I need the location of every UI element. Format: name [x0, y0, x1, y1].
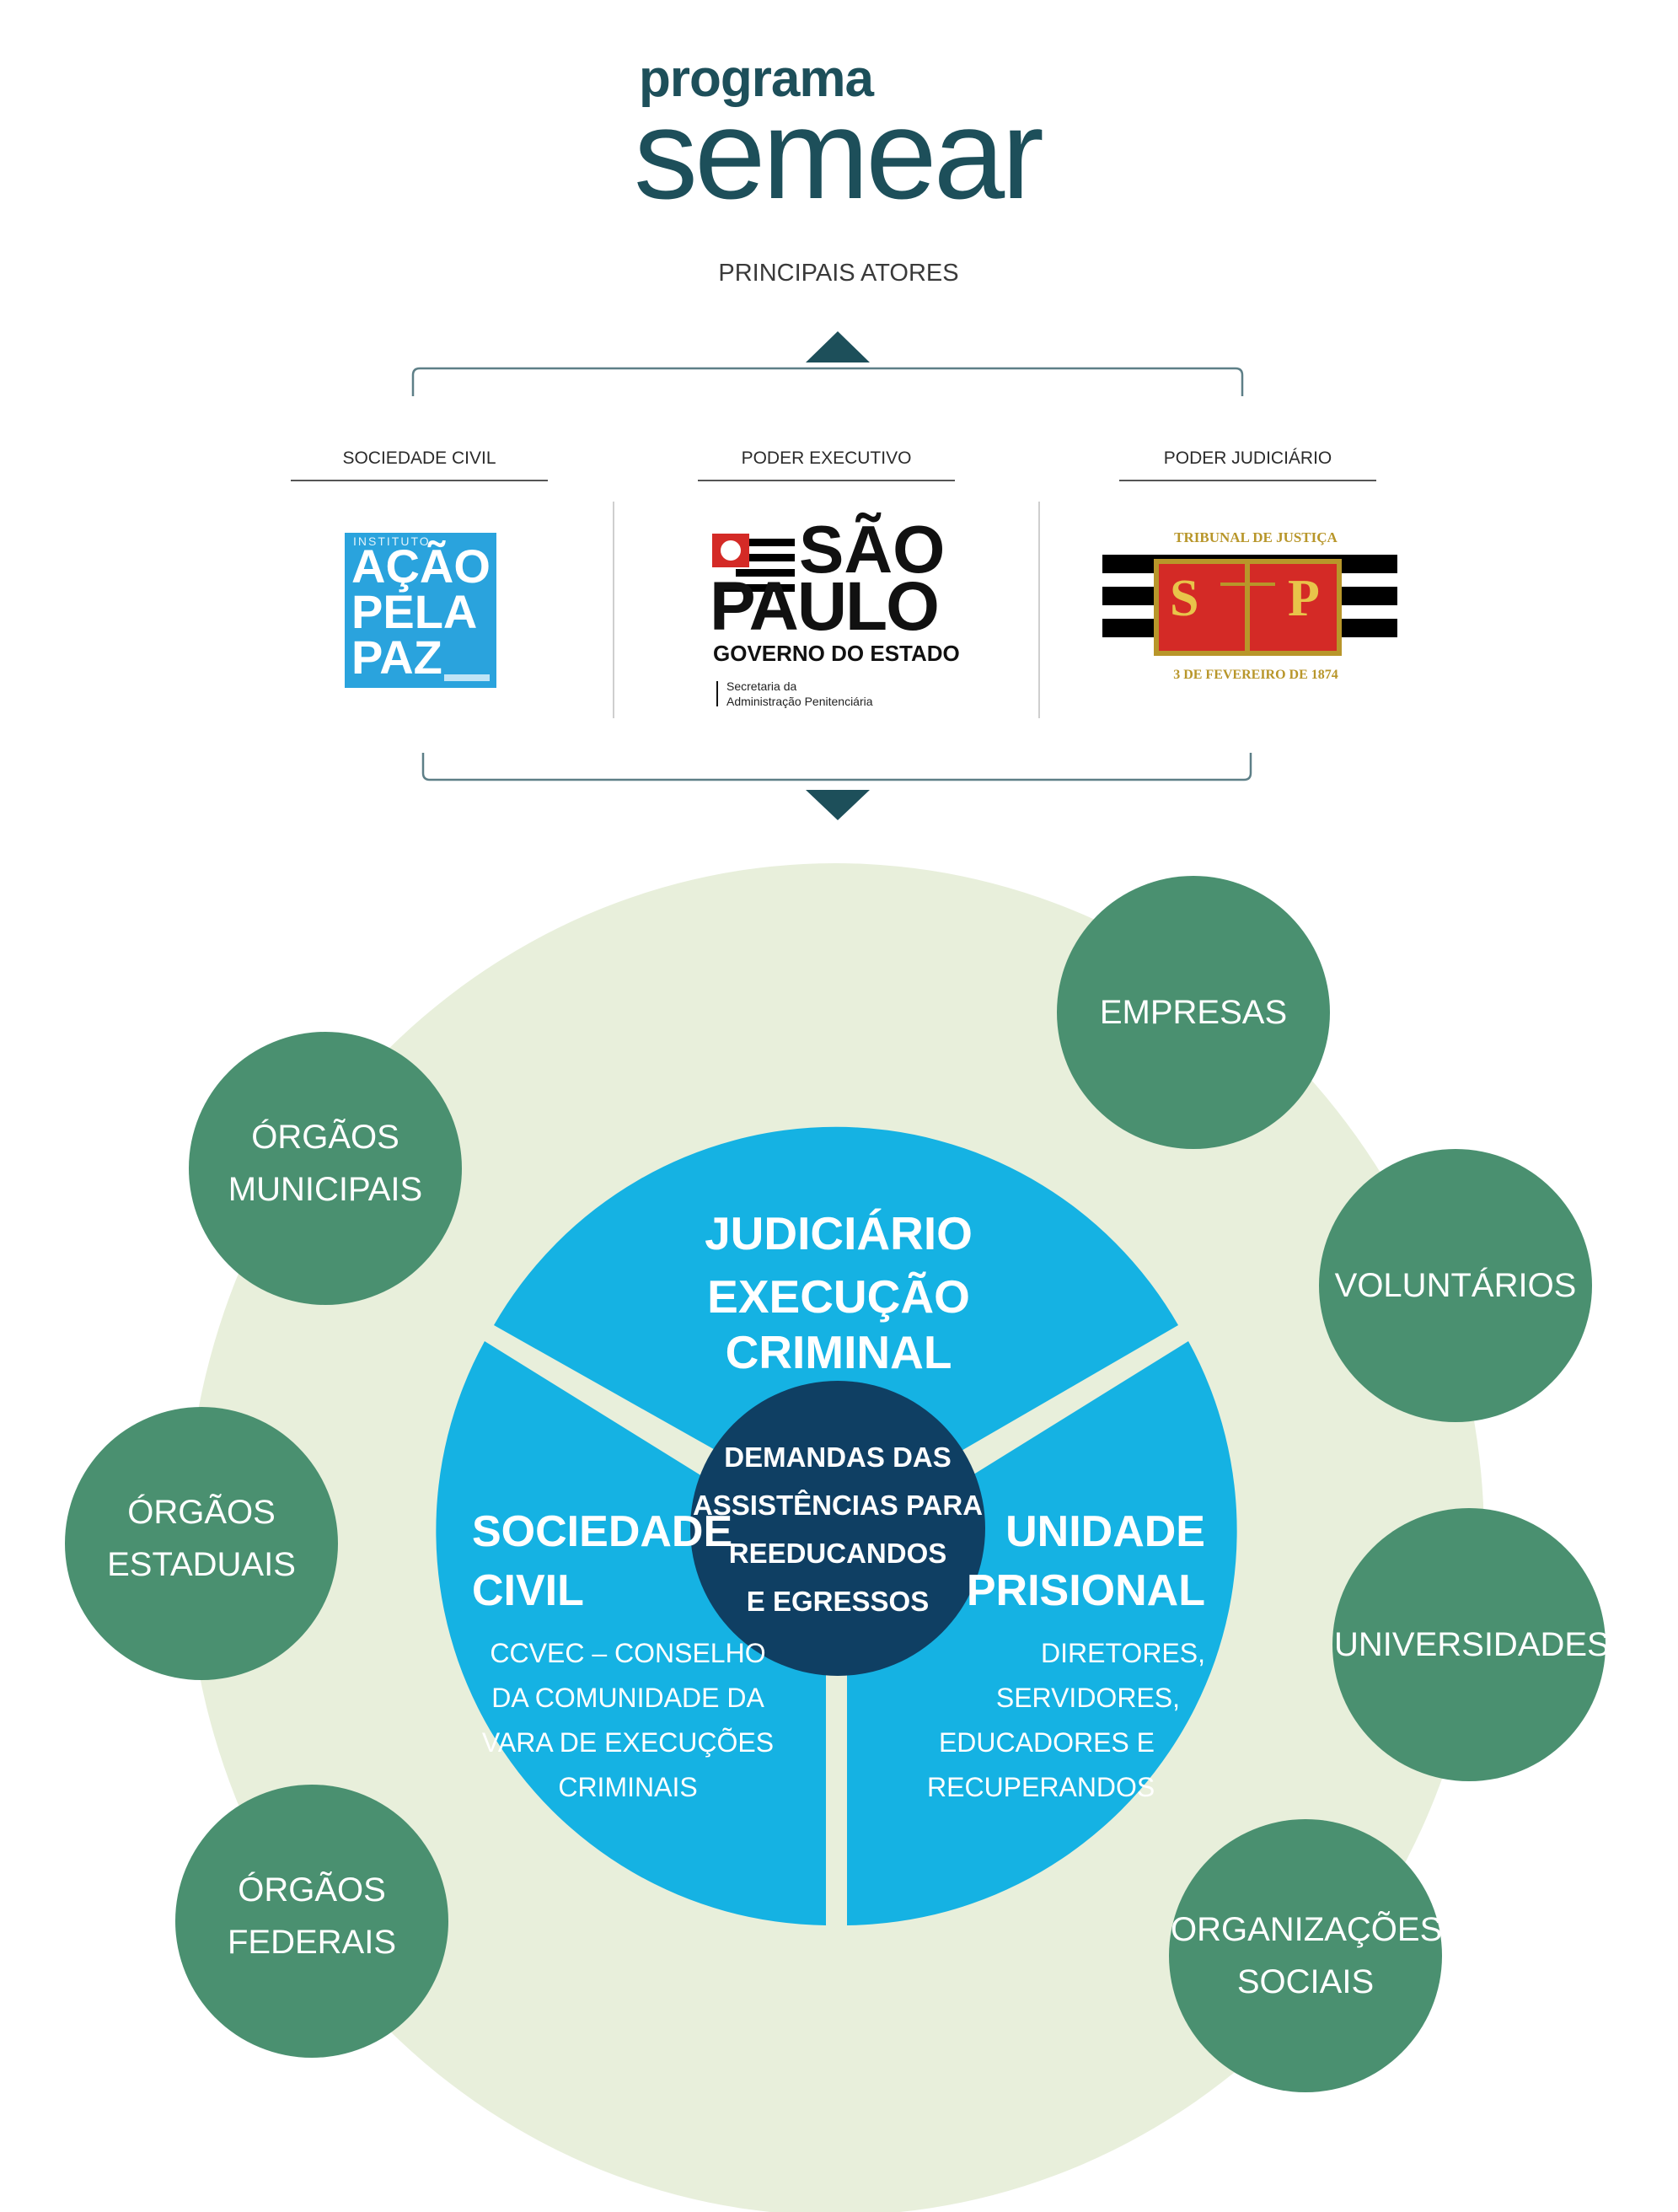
sao-paulo-flag-icon: [712, 534, 795, 594]
logo-acao-pela-paz: INSTITUTO AÇÃO PELA PAZ: [345, 533, 496, 688]
brand-word-semear: semear: [634, 83, 1044, 226]
bubble-text: ESTADUAIS: [107, 1546, 296, 1583]
logo-tj-right-letter: P: [1288, 570, 1320, 627]
column-label-poder-executivo: PODER EXECUTIVO: [741, 448, 912, 468]
bubble-label-universidades: UNIVERSIDADES: [1334, 1619, 1610, 1671]
logo-sp-divider: [716, 681, 718, 706]
ecosystem-diagram: [65, 863, 1606, 2212]
segment-judiciario: [494, 1126, 1178, 1470]
logo-tj-bottom: 3 DE FEVEREIRO DE 1874: [1173, 668, 1338, 682]
center-line-3: REEDUCANDOS: [728, 1538, 947, 1569]
left-desc-line-1: CCVEC – CONSELHO: [490, 1638, 766, 1668]
bubble-text: EMPRESAS: [1099, 994, 1288, 1031]
center-text: DEMANDAS DAS ASSISTÊNCIAS PARA REEDUCAND…: [690, 1433, 985, 1625]
bubble-empresas: [1057, 876, 1330, 1149]
bubble-label-orgaos-municipais: ÓRGÃOS MUNICIPAIS: [190, 1111, 460, 1216]
logo-sp-line2: PAULO: [710, 568, 940, 645]
brand-word-programa: programa: [639, 50, 874, 108]
logo-acao-bar: [444, 674, 490, 681]
segment-right-title1: UNIDADE: [1005, 1507, 1205, 1556]
principais-atores-title: PRINCIPAIS ATORES: [718, 260, 959, 287]
bubble-organizacoes-sociais: [1169, 1819, 1442, 2092]
bubble-orgaos-federais: [175, 1785, 448, 2058]
right-desc-line-2: SERVIDORES,: [995, 1683, 1180, 1713]
logo-acao-line0: INSTITUTO: [353, 534, 431, 548]
up-arrow-icon: [806, 331, 870, 362]
bubble-label-empresas: EMPRESAS: [1059, 986, 1328, 1039]
segment-right-title2: PRISIONAL: [966, 1566, 1205, 1615]
logo-tj-top: TRIBUNAL DE JUSTIÇA: [1174, 529, 1338, 545]
segment-top-title2: EXECUÇÃO CRIMINAL: [707, 1270, 970, 1378]
bubble-voluntarios: [1319, 1149, 1592, 1422]
column-label-poder-judiciario: PODER JUDICIÁRIO: [1163, 448, 1332, 468]
bubble-text: MUNICIPAIS: [228, 1171, 423, 1208]
bubble-label-organizacoes-sociais: ORGANIZAÇÕES SOCIAIS: [1171, 1903, 1443, 2008]
segment-right-desc: DIRETORES, SERVIDORES, EDUCADORES E RECU…: [893, 1631, 1205, 1810]
column-label-sociedade-civil: SOCIEDADE CIVIL: [342, 448, 496, 468]
actors-bracket: [291, 331, 1376, 820]
logo-acao-line2: PELA: [351, 585, 478, 638]
bubble-label-voluntarios: VOLUNTÁRIOS: [1321, 1259, 1590, 1312]
logo-acao-line3: PAZ: [351, 631, 442, 684]
center-core: [690, 1381, 985, 1676]
tribunal-de-justica-emblem-icon: [1102, 555, 1397, 656]
bubble-text: ÓRGÃOS: [251, 1119, 399, 1156]
logo-sp-sub1: Secretaria da: [726, 679, 797, 693]
down-arrow-icon: [806, 790, 870, 820]
bubble-text: ORGANIZAÇÕES: [1171, 1911, 1443, 1948]
right-desc-line-1: DIRETORES,: [1041, 1638, 1205, 1668]
bubble-text: FEDERAIS: [227, 1924, 397, 1961]
bubble-orgaos-municipais: [189, 1032, 462, 1305]
right-desc-line-4: RECUPERANDOS: [927, 1772, 1155, 1802]
logo-tj-left-letter: S: [1170, 570, 1199, 627]
bubble-orgaos-estaduais: [65, 1407, 338, 1680]
center-line-2: ASSISTÊNCIAS PARA: [692, 1490, 984, 1521]
bubble-text: SOCIAIS: [1236, 1963, 1375, 2000]
logo-sp-sub2: Administração Penitenciária: [726, 695, 873, 708]
bubble-text: ÓRGÃOS: [127, 1494, 276, 1531]
logo-acao-line1: AÇÃO: [351, 540, 491, 593]
bubble-text: VOLUNTÁRIOS: [1334, 1267, 1577, 1304]
bubble-text: ÓRGÃOS: [238, 1871, 386, 1909]
right-desc-line-3: EDUCADORES E: [938, 1727, 1155, 1758]
bubble-universidades: [1332, 1508, 1606, 1781]
segment-unidade-prisional: [847, 1341, 1237, 1925]
left-desc-line-4: CRIMINAIS: [558, 1772, 698, 1802]
segment-sociedade-civil: [436, 1341, 826, 1925]
segment-left-title1: SOCIEDADE: [472, 1507, 733, 1556]
left-desc-line-2: DA COMUNIDADE DA: [491, 1683, 764, 1713]
bubble-label-orgaos-federais: ÓRGÃOS FEDERAIS: [177, 1864, 447, 1968]
center-line-4: E EGRESSOS: [746, 1586, 930, 1617]
bottom-bracket-line: [421, 753, 1252, 781]
logo-sp-line3: GOVERNO DO ESTADO: [713, 641, 960, 666]
bubble-text: UNIVERSIDADES: [1334, 1626, 1610, 1663]
segment-left-desc: CCVEC – CONSELHO DA COMUNIDADE DA VARA D…: [472, 1631, 784, 1810]
segment-top-title1: JUDICIÁRIO: [705, 1207, 973, 1259]
segment-left-title2: CIVIL: [472, 1566, 584, 1615]
logo-sp-line1: SÃO: [799, 512, 946, 587]
bubble-label-orgaos-estaduais: ÓRGÃOS ESTADUAIS: [67, 1486, 336, 1591]
center-line-1: DEMANDAS DAS: [724, 1442, 952, 1473]
top-bracket-line: [411, 367, 1244, 396]
left-desc-line-3: VARA DE EXECUÇÕES: [481, 1727, 775, 1758]
